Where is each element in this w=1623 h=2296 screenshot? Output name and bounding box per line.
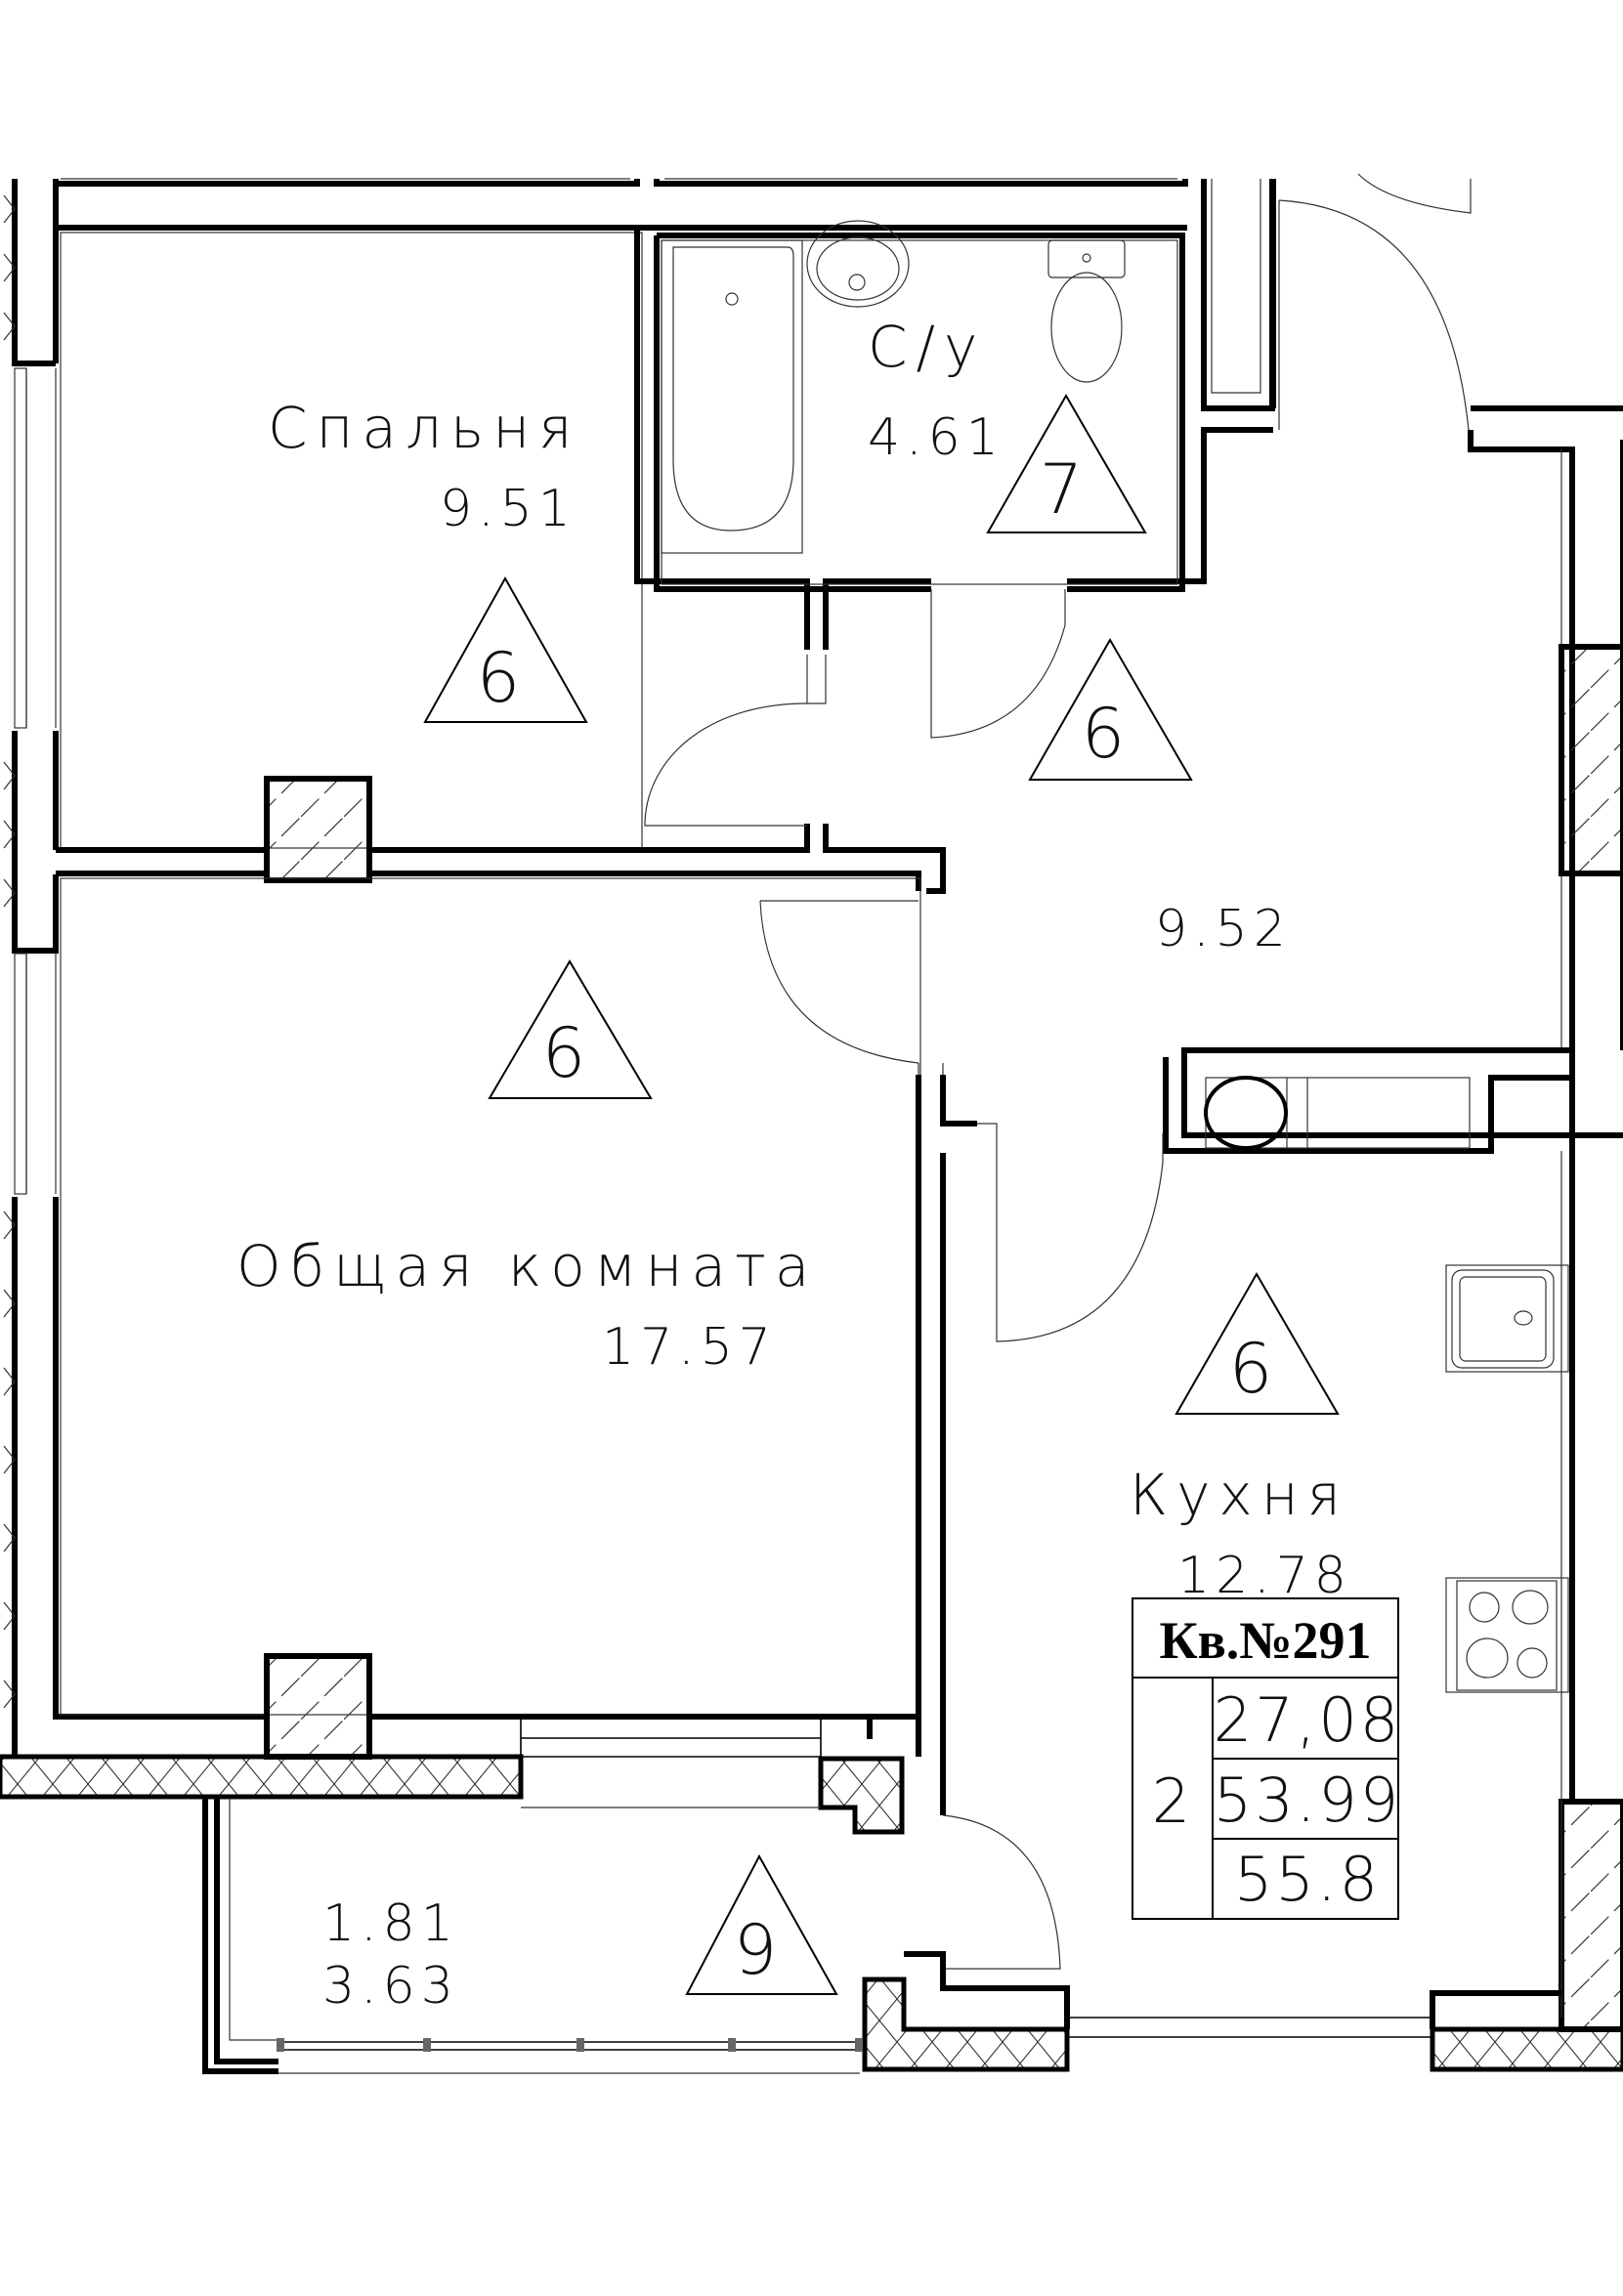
living-room-area: 17.57 <box>602 1318 777 1377</box>
living-room-name: Общая комната <box>236 1233 818 1299</box>
bathroom-area: 4.61 <box>868 408 1004 467</box>
washbasin <box>806 220 910 308</box>
svg-text:7: 7 <box>1040 449 1089 530</box>
apartment-info-table: Кв.№291 2 27,08 53.99 55.8 <box>1132 1597 1402 1920</box>
kitchen-area: 12.78 <box>1177 1547 1352 1605</box>
kitchen <box>1066 1050 1575 2044</box>
bathroom-name: С/у <box>868 314 986 380</box>
bedroom-finish-marker: 6 <box>423 575 588 723</box>
kitchen-finish-marker: 6 <box>1175 1271 1340 1415</box>
living-room <box>60 877 1164 1815</box>
svg-text:6: 6 <box>1082 694 1132 774</box>
room-labels: Спальня 9.51 С/у 4.61 9.52 Общая комната… <box>236 314 1352 2016</box>
structural-column <box>1559 1799 1623 2032</box>
balcony-finish-marker: 9 <box>685 1853 838 1995</box>
structural-column <box>264 776 372 883</box>
exterior-insulation <box>0 1754 1623 2072</box>
structural-column <box>1559 644 1623 876</box>
finish-markers: 6 7 6 6 6 9 <box>423 393 1340 1995</box>
balcony <box>202 1798 1070 2074</box>
svg-text:6: 6 <box>477 638 527 718</box>
balcony-area: 1.81 <box>322 1894 459 1953</box>
bedroom-name: Спальня <box>268 395 580 461</box>
living-area: 27,08 <box>1214 1684 1402 1756</box>
kitchen-name: Кухня <box>1130 1462 1349 1528</box>
hallway-finish-marker: 6 <box>1028 637 1193 781</box>
stove <box>1445 1577 1569 1693</box>
bedroom-area: 9.51 <box>440 480 577 538</box>
bedroom <box>56 232 946 894</box>
bathtub <box>661 239 803 554</box>
balcony-area-2: 3.63 <box>322 1957 459 2016</box>
toilet <box>1047 239 1126 278</box>
svg-text:6: 6 <box>542 1013 592 1093</box>
hallway-area: 9.52 <box>1155 900 1292 958</box>
total-area-with-balcony: 55.8 <box>1234 1844 1381 1915</box>
bathroom <box>634 220 1273 739</box>
kitchen-sink <box>1445 1264 1569 1373</box>
hallway <box>759 179 1623 1154</box>
bathroom-finish-marker: 7 <box>986 393 1147 533</box>
left-exterior-wall <box>3 179 267 1757</box>
svg-text:9: 9 <box>734 1910 784 1990</box>
structural-column <box>264 1653 372 1760</box>
apartment-number: Кв.№291 <box>1159 1611 1371 1670</box>
living-room-finish-marker: 6 <box>488 959 653 1099</box>
rooms-count: 2 <box>1152 1765 1193 1837</box>
total-area: 53.99 <box>1214 1765 1402 1836</box>
top-walls <box>53 173 1472 411</box>
svg-text:6: 6 <box>1229 1329 1279 1409</box>
ventilation-pipe <box>1204 1076 1288 1150</box>
